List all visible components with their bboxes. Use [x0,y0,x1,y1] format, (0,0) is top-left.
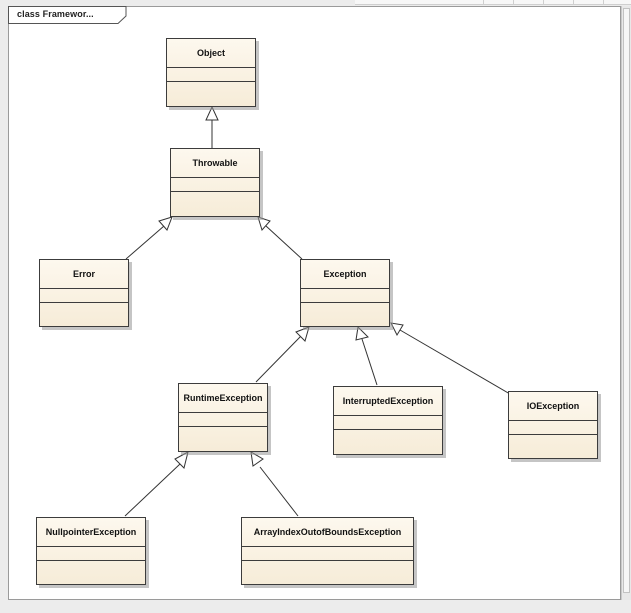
arrowhead-nullpointer-to-runtime [174,451,189,469]
arrowhead-exception-to-throwable [257,216,271,231]
connector-error-throwable [125,225,165,260]
connector-arrayindex-runtime [259,466,299,517]
class-attributes-compartment [179,412,267,427]
toolbar-separator [603,0,604,4]
class-attributes-compartment [167,67,255,82]
class-array-index-out-of-bounds-exception[interactable]: ArrayIndexOutofBoundsException [241,517,414,585]
class-attributes-compartment [40,288,128,303]
class-runtime-exception[interactable]: RuntimeException [178,383,268,452]
class-attributes-compartment [301,288,389,303]
class-attributes-compartment [334,415,442,430]
vertical-scrollbar[interactable] [621,6,631,600]
arrowhead-runtime-to-exception [295,326,310,342]
toolbar-strip [355,0,631,5]
class-throwable[interactable]: Throwable [170,148,260,217]
class-name: ArrayIndexOutofBoundsException [242,518,413,547]
arrowhead-arrayindex-to-runtime [250,451,264,467]
class-io-exception[interactable]: IOException [508,391,598,459]
class-name: RuntimeException [179,384,267,413]
class-attributes-compartment [509,420,597,435]
connector-interrupted-exception [361,338,378,386]
arrowhead-interrupted-to-exception [355,325,369,341]
class-name: Error [40,260,128,289]
arrowhead-to-object [205,105,219,121]
class-exception[interactable]: Exception [300,259,390,327]
class-object[interactable]: Object [166,38,256,107]
class-interrupted-exception[interactable]: InterruptedException [333,386,443,455]
scrollbar-thumb[interactable] [623,8,630,593]
toolbar-separator [543,0,544,4]
class-name: Exception [301,260,389,289]
class-name: Object [167,39,255,68]
class-attributes-compartment [37,546,145,561]
diagram-frame-label: class Framewor... [8,6,128,24]
connector-runtime-exception [255,335,302,383]
class-name: NullpointerException [37,518,145,547]
class-name: InterruptedException [334,387,442,416]
frame-label-tab-icon [8,6,127,24]
class-name: IOException [509,392,597,421]
class-name: Throwable [171,149,259,178]
class-attributes-compartment [171,177,259,192]
connector-io-exception [399,329,511,395]
toolbar-separator [483,0,484,4]
frame-label-text: class Framewor... [17,9,94,19]
connector-nullpointer-runtime [124,463,181,517]
class-error[interactable]: Error [39,259,129,327]
connector-exception-throwable [265,225,303,260]
class-attributes-compartment [242,546,413,561]
toolbar-separator [513,0,514,4]
class-nullpointer-exception[interactable]: NullpointerException [36,517,146,585]
arrowhead-io-to-exception [390,322,404,337]
toolbar-separator [573,0,574,4]
arrowhead-error-to-throwable [158,216,173,231]
